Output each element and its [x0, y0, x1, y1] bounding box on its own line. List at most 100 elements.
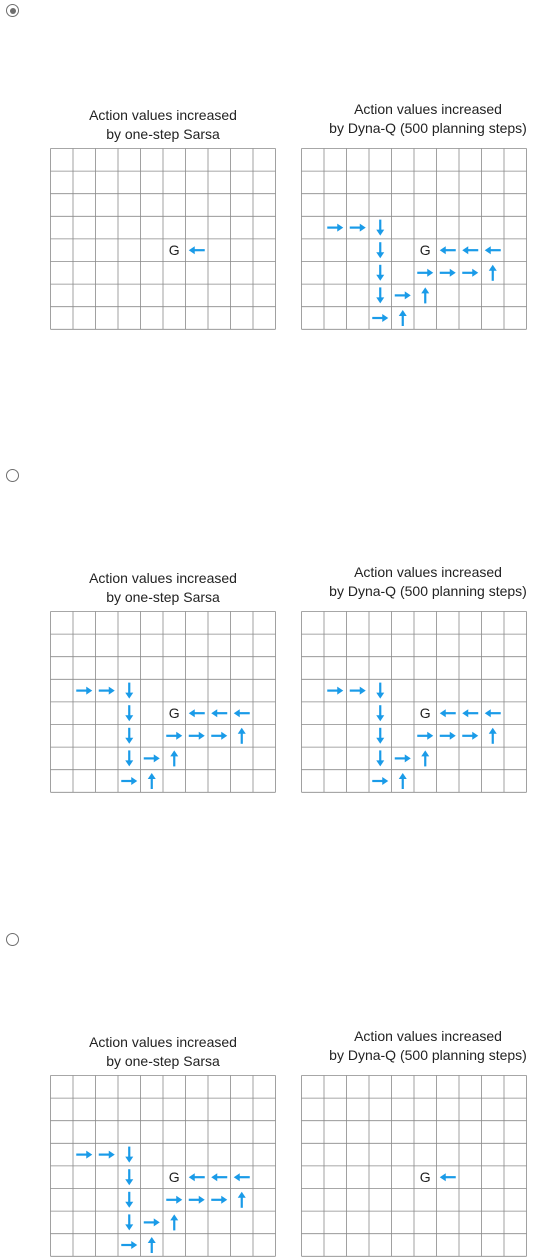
arrow-down-icon: [376, 705, 385, 722]
arrow-down-icon: [376, 219, 385, 236]
arrow-right-icon: [349, 223, 366, 232]
goal-label: G: [169, 242, 180, 258]
right-panel-title: Action values increased by Dyna-Q (500 p…: [290, 100, 540, 138]
arrow-right-icon: [394, 291, 411, 300]
arrow-up-icon: [398, 310, 407, 326]
arrow-left-icon: [233, 1173, 250, 1182]
arrow-down-icon: [125, 1191, 134, 1208]
arrow-right-icon: [372, 777, 389, 785]
arrow-up-icon: [488, 264, 497, 281]
arrow-left-icon: [188, 1173, 205, 1182]
arrow-right-icon: [211, 1195, 228, 1204]
arrow-up-icon: [147, 1237, 156, 1253]
arrow-down-icon: [376, 287, 385, 304]
arrow-up-icon: [237, 1191, 246, 1208]
title-line-2: by Dyna-Q (500 planning steps): [329, 120, 527, 136]
title-line-2: by one-step Sarsa: [106, 126, 220, 142]
arrow-down-icon: [125, 705, 134, 722]
goal-label: G: [169, 1169, 180, 1185]
arrow-right-icon: [417, 731, 434, 740]
title-line-1: Action values increased: [89, 1034, 237, 1050]
arrow-down-icon: [376, 727, 385, 744]
title-line-1: Action values increased: [354, 564, 502, 580]
title-line-2: by Dyna-Q (500 planning steps): [329, 1047, 527, 1063]
arrow-right-icon: [211, 731, 228, 740]
grid-lines: [301, 148, 527, 330]
goal-label: G: [420, 705, 431, 721]
arrow-left-icon: [211, 1173, 228, 1182]
arrow-down-icon: [125, 1169, 134, 1186]
arrow-down-icon: [125, 750, 134, 767]
grid-lines: [50, 148, 276, 330]
option-2-radio[interactable]: [6, 469, 19, 482]
arrow-right-icon: [327, 686, 344, 695]
goal-label: G: [169, 705, 180, 721]
arrow-up-icon: [488, 727, 497, 744]
gridworld: G: [301, 611, 527, 793]
arrow-right-icon: [349, 686, 366, 695]
arrow-down-icon: [125, 1214, 134, 1231]
arrow-up-icon: [147, 773, 156, 789]
arrow-left-icon: [484, 246, 501, 255]
arrow-right-icon: [166, 1195, 183, 1204]
arrow-down-icon: [376, 242, 385, 259]
gridworld: G: [50, 148, 276, 330]
arrow-left-icon: [233, 709, 250, 718]
arrow-right-icon: [121, 777, 138, 785]
arrow-up-icon: [421, 287, 430, 304]
arrow-right-icon: [439, 268, 456, 277]
arrow-left-icon: [462, 709, 479, 718]
arrow-right-icon: [76, 1150, 93, 1159]
arrow-left-icon: [439, 1173, 456, 1182]
title-line-2: by Dyna-Q (500 planning steps): [329, 583, 527, 599]
arrow-up-icon: [398, 773, 407, 789]
arrow-left-icon: [439, 246, 456, 255]
radio-selected-dot: [9, 7, 16, 14]
arrow-down-icon: [125, 682, 134, 699]
arrow-right-icon: [143, 754, 160, 763]
right-panel-title: Action values increased by Dyna-Q (500 p…: [290, 1027, 540, 1065]
arrow-up-icon: [421, 750, 430, 767]
arrow-right-icon: [143, 1218, 160, 1227]
left-panel-title: Action values increased by one-step Sars…: [50, 1033, 276, 1071]
title-line-1: Action values increased: [354, 1028, 502, 1044]
title-line-2: by one-step Sarsa: [106, 1053, 220, 1069]
arrow-down-icon: [376, 264, 385, 281]
grid-lines: [301, 611, 527, 793]
gridworld: G: [301, 1075, 527, 1257]
arrow-right-icon: [462, 268, 479, 277]
arrow-right-icon: [166, 731, 183, 740]
arrow-left-icon: [211, 709, 228, 718]
left-panel-title: Action values increased by one-step Sars…: [50, 106, 276, 144]
gridworld: G: [50, 611, 276, 793]
arrow-right-icon: [188, 731, 205, 740]
arrow-right-icon: [121, 1241, 138, 1249]
gridworld: G: [301, 148, 527, 330]
arrow-left-icon: [188, 709, 205, 718]
goal-label: G: [420, 1169, 431, 1185]
arrow-right-icon: [462, 731, 479, 740]
right-panel-title: Action values increased by Dyna-Q (500 p…: [290, 563, 540, 601]
title-line-1: Action values increased: [89, 570, 237, 586]
arrow-left-icon: [439, 709, 456, 718]
arrow-right-icon: [439, 731, 456, 740]
option-1-radio[interactable]: [6, 4, 19, 17]
arrow-down-icon: [125, 727, 134, 744]
grid-lines: [301, 1075, 527, 1257]
arrow-right-icon: [76, 686, 93, 695]
arrow-right-icon: [98, 686, 115, 695]
grid-lines: [50, 611, 276, 793]
arrow-left-icon: [188, 246, 205, 255]
grid-lines: [50, 1075, 276, 1257]
arrow-up-icon: [170, 750, 179, 767]
title-line-1: Action values increased: [89, 107, 237, 123]
arrow-right-icon: [188, 1195, 205, 1204]
arrow-right-icon: [327, 223, 344, 232]
arrow-left-icon: [462, 246, 479, 255]
option-3-radio[interactable]: [6, 933, 19, 946]
arrow-up-icon: [237, 727, 246, 744]
arrow-left-icon: [484, 709, 501, 718]
arrow-up-icon: [170, 1214, 179, 1231]
arrow-right-icon: [98, 1150, 115, 1159]
title-line-1: Action values increased: [354, 101, 502, 117]
